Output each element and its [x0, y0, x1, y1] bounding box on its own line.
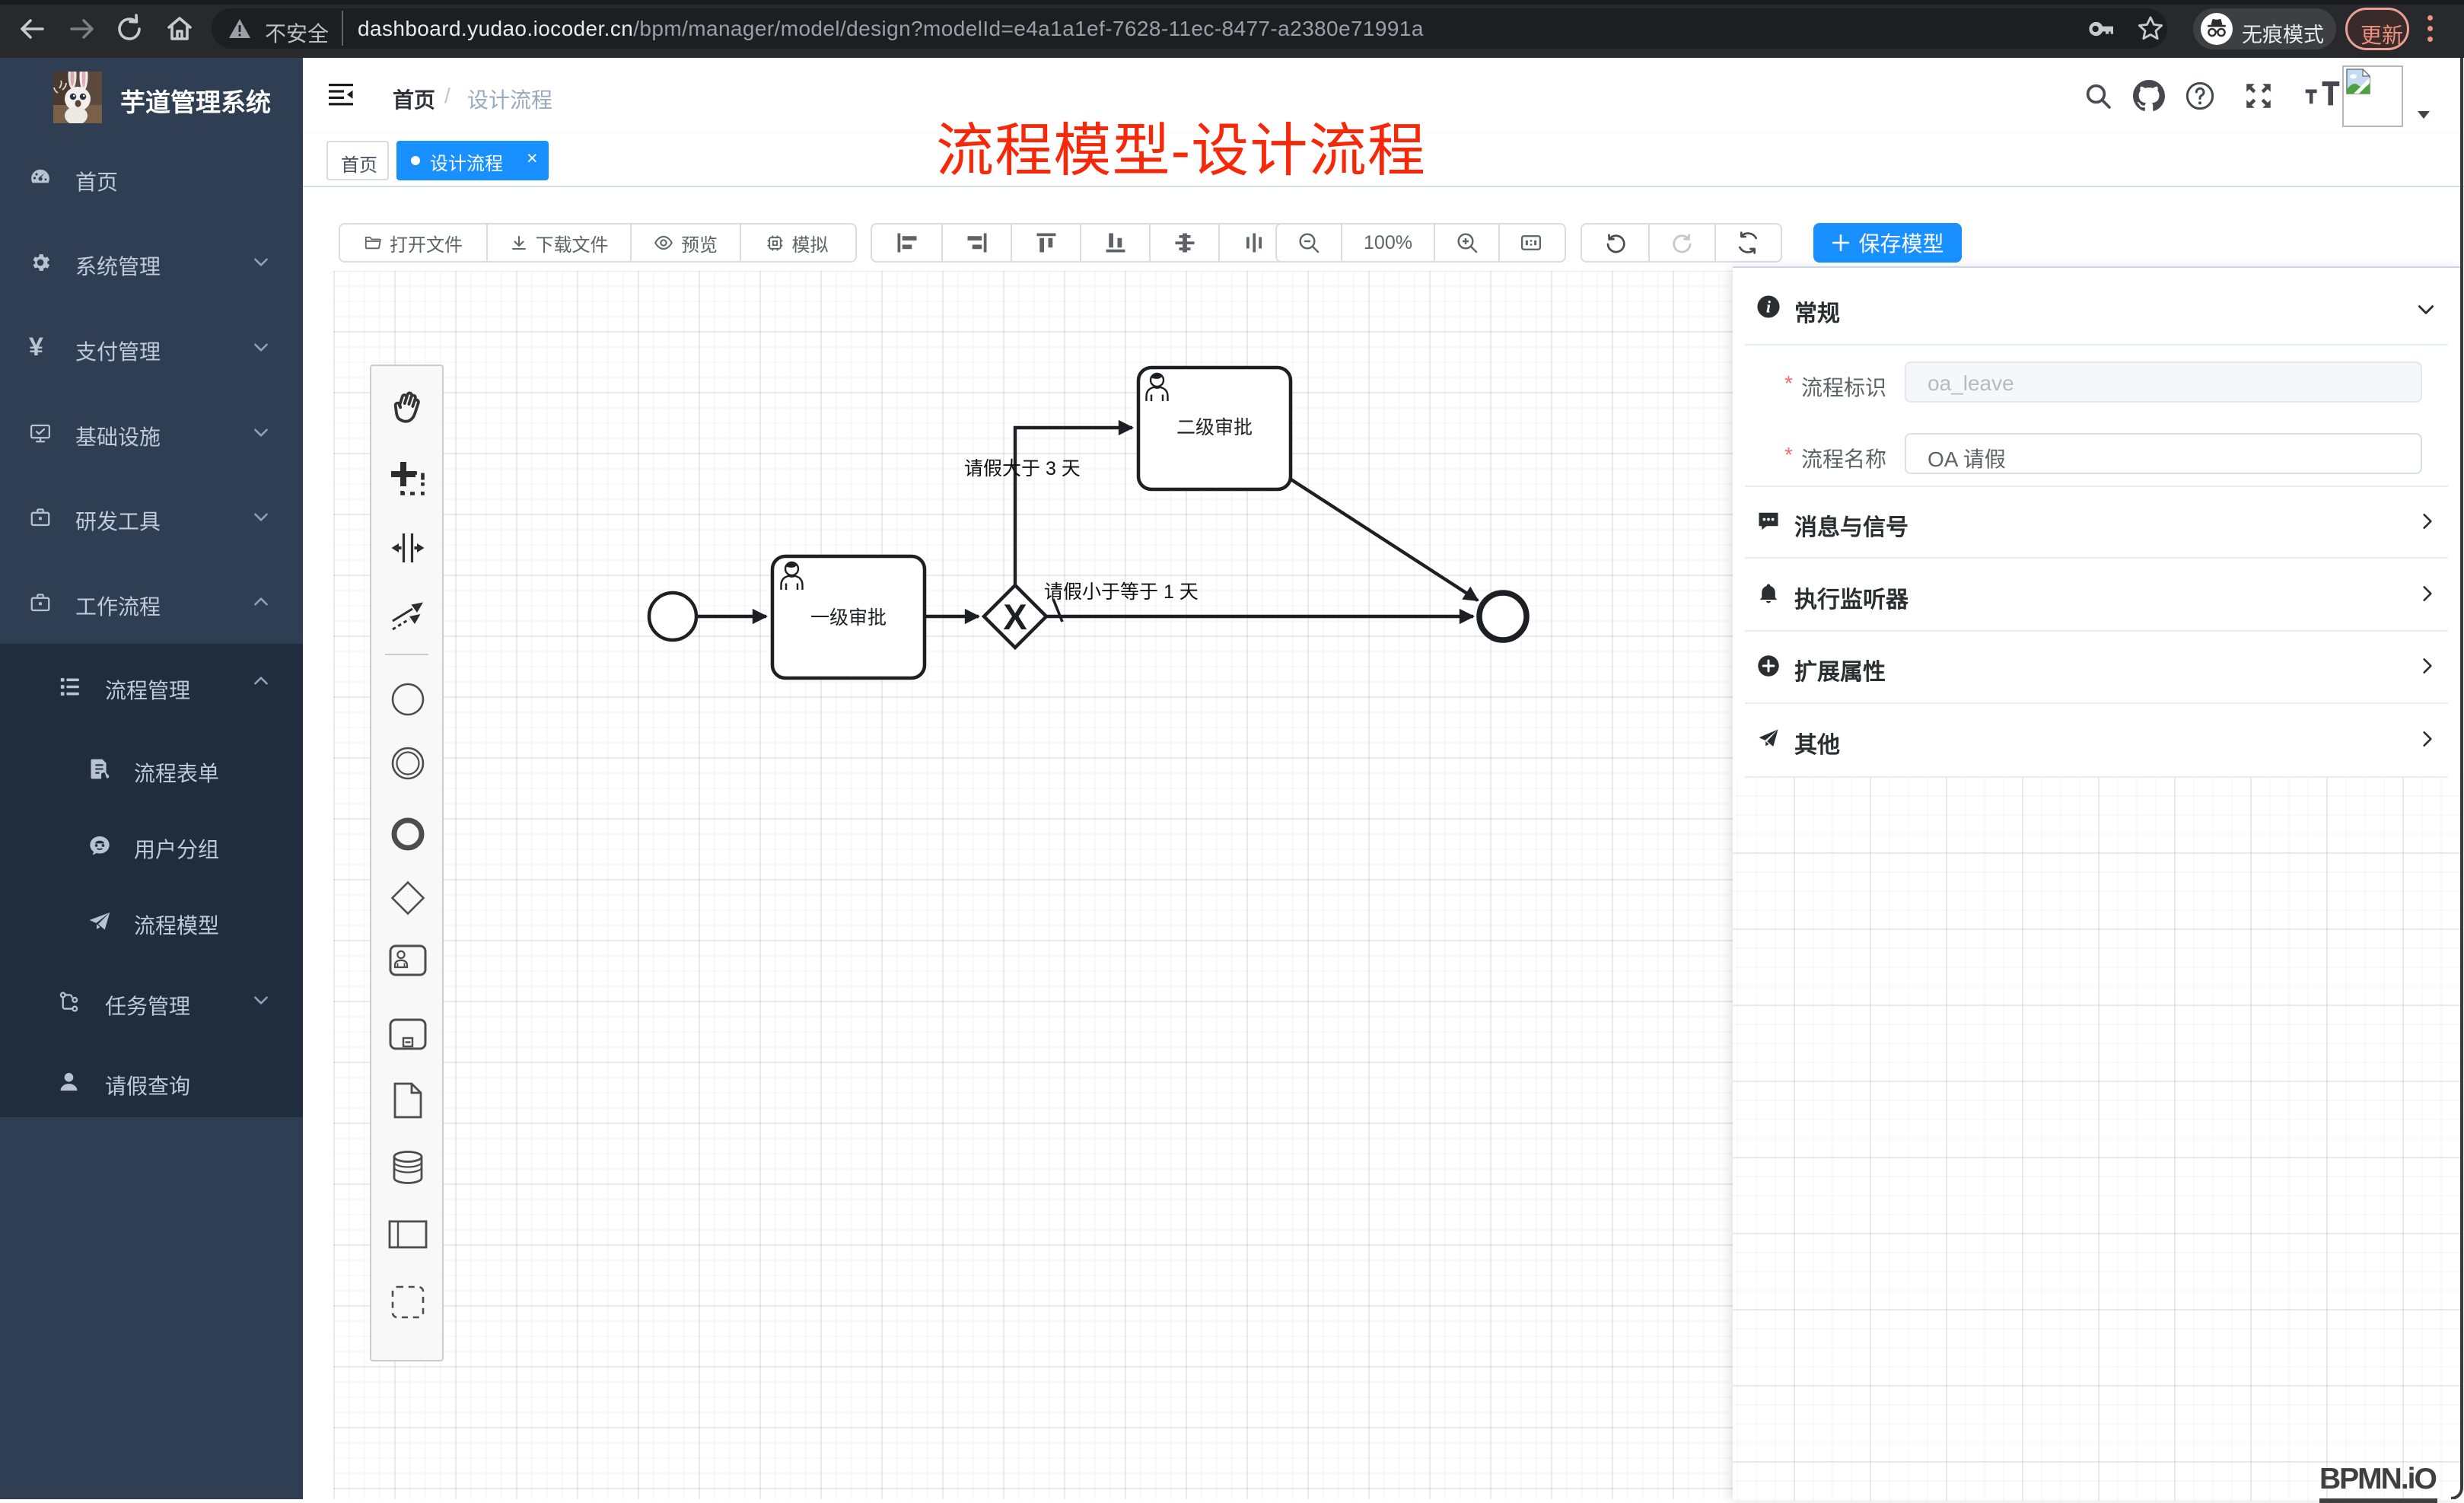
svg-text:二级审批: 二级审批 [1176, 417, 1253, 438]
svg-text:请假大于 3 天: 请假大于 3 天 [964, 458, 1081, 479]
svg-text:X: X [1003, 597, 1027, 637]
svg-text:i: i [1766, 298, 1772, 317]
svg-text:请假小于等于 1 天: 请假小于等于 1 天 [1044, 581, 1199, 603]
svg-text:一级审批: 一级审批 [810, 607, 887, 629]
